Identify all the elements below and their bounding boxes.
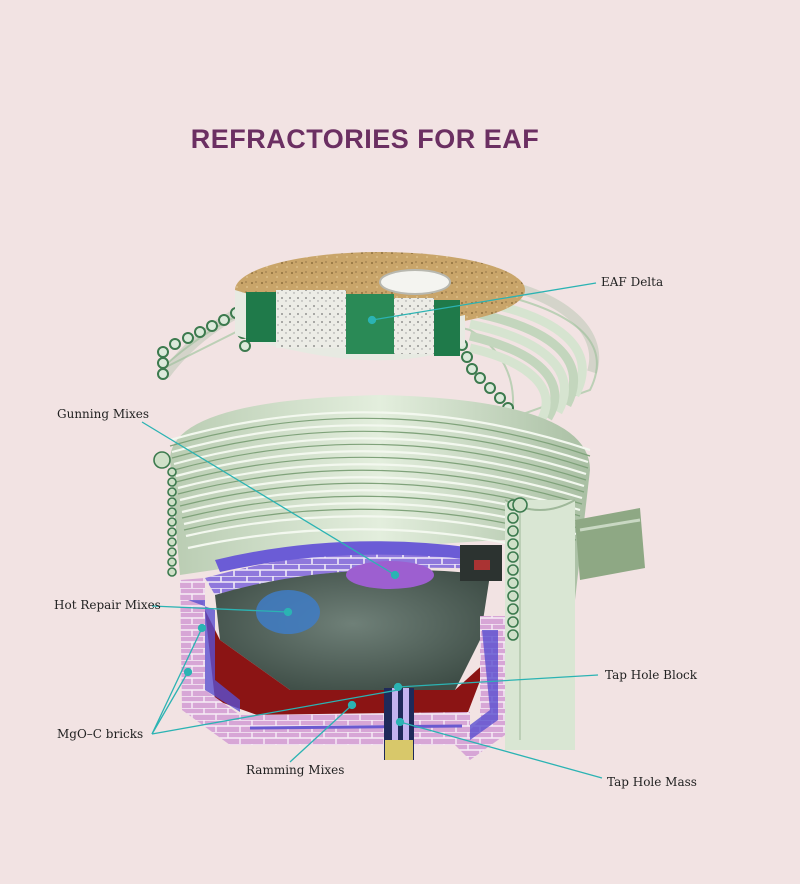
hearth-cutaway (180, 541, 505, 760)
leader-mgo-c-3 (151, 689, 399, 735)
leader-gunning-mixes (141, 421, 396, 576)
leader-hot-repair-mixes (151, 605, 289, 613)
leader-ramming-mixes (289, 704, 353, 763)
label-hot-repair-mixes: Hot Repair Mixes (54, 598, 161, 612)
leader-tap-hole-mass (399, 721, 603, 779)
leader-mgo-c-2 (151, 671, 189, 735)
label-eaf-delta: EAF Delta (601, 275, 664, 289)
leader-lines (141, 282, 603, 779)
label-mgo-c-bricks: MgO–C bricks (57, 727, 144, 741)
eaf-delta-block (235, 252, 525, 361)
leader-eaf-delta (371, 282, 597, 321)
leader-tap-hole-block (397, 674, 599, 688)
label-ramming-mixes: Ramming Mixes (246, 763, 345, 777)
label-tap-hole-block: Tap Hole Block (605, 668, 698, 682)
furnace-shell (153, 395, 645, 750)
label-tap-hole-mass: Tap Hole Mass (607, 775, 697, 789)
label-gunning-mixes: Gunning Mixes (57, 407, 149, 421)
diagram-title: REFRACTORIES FOR EAF (190, 124, 540, 154)
leader-mgo-c-1 (151, 627, 203, 735)
